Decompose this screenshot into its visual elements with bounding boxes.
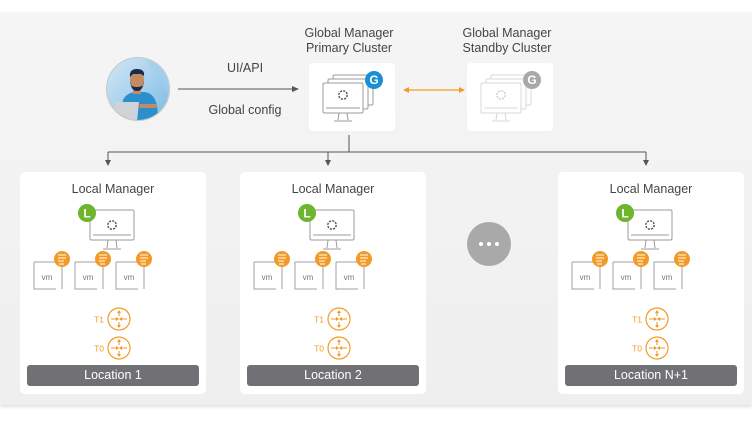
- gm-standby-badge: G: [527, 73, 537, 87]
- gear-icon: [338, 90, 348, 100]
- svg-text:T0: T0: [94, 344, 104, 354]
- router-t1-icon: T1: [632, 307, 669, 331]
- sync-arrow-head-right: [459, 87, 465, 93]
- router-t0-icon: T0: [314, 336, 351, 360]
- svg-text:T1: T1: [632, 315, 642, 325]
- server-stack-icon: [480, 71, 541, 122]
- monitor-icon: [309, 209, 355, 250]
- global-config-label: Global config: [208, 103, 282, 117]
- svg-text:T1: T1: [94, 315, 104, 325]
- router-t0-icon: T0: [94, 336, 131, 360]
- svg-text:L: L: [303, 207, 310, 221]
- monitor-icon: [627, 209, 673, 250]
- svg-text:vm: vm: [124, 273, 135, 282]
- svg-text:vm: vm: [83, 273, 94, 282]
- svg-text:T1: T1: [314, 315, 324, 325]
- svg-text:vm: vm: [303, 273, 314, 282]
- server-stack-icon: [322, 71, 383, 122]
- vm-icon: vm: [294, 251, 331, 290]
- svg-text:L: L: [83, 207, 90, 221]
- firewall-icon: [274, 251, 290, 267]
- dot: [487, 242, 491, 246]
- vm-icon: vm: [612, 251, 649, 290]
- gm-primary-box[interactable]: G: [309, 63, 395, 131]
- firewall-icon: [315, 251, 331, 267]
- vm-icon: vm: [253, 251, 290, 290]
- svg-text:vm: vm: [621, 273, 632, 282]
- router-t1-icon: T1: [314, 307, 351, 331]
- firewall-icon: [633, 251, 649, 267]
- svg-text:vm: vm: [262, 273, 273, 282]
- local-manager-title: Local Manager: [291, 182, 375, 196]
- svg-text:vm: vm: [42, 273, 53, 282]
- ui-api-arrow-head: [292, 86, 299, 92]
- global-badge-icon: [365, 71, 383, 89]
- location-label: Location 1: [27, 365, 199, 386]
- gm-primary-badge: G: [369, 73, 379, 87]
- svg-text:L: L: [621, 207, 628, 221]
- vm-icon: vm: [115, 251, 152, 290]
- gear-icon: [327, 220, 337, 230]
- more-locations-icon: [467, 222, 511, 266]
- router-t1-icon: T1: [94, 307, 131, 331]
- svg-text:T0: T0: [314, 344, 324, 354]
- svg-text:vm: vm: [662, 273, 673, 282]
- user-avatar: [105, 56, 171, 122]
- firewall-icon: [136, 251, 152, 267]
- monitor-icon: [89, 209, 135, 250]
- firewall-icon: [54, 251, 70, 267]
- dot: [495, 242, 499, 246]
- svg-text:T0: T0: [632, 344, 642, 354]
- vm-icon: vm: [33, 251, 70, 290]
- arrow-to-location-1: [105, 160, 111, 166]
- dot: [479, 242, 483, 246]
- gm-standby-box[interactable]: G: [467, 63, 553, 131]
- vm-icon: vm: [653, 251, 690, 290]
- gear-icon: [496, 90, 506, 100]
- gm-primary-title-line2: Primary Cluster: [305, 41, 393, 55]
- gm-standby-title: Global Manager Standby Cluster: [447, 26, 567, 56]
- svg-text:vm: vm: [580, 273, 591, 282]
- gear-icon: [645, 220, 655, 230]
- arrow-to-location-n1: [643, 160, 649, 166]
- svg-text:vm: vm: [344, 273, 355, 282]
- sync-arrow-head-left: [403, 87, 409, 93]
- vm-icon: vm: [335, 251, 372, 290]
- gear-icon: [107, 220, 117, 230]
- firewall-icon: [592, 251, 608, 267]
- gm-standby-title-line2: Standby Cluster: [462, 41, 552, 55]
- ui-api-label: UI/API: [226, 61, 264, 75]
- router-t0-icon: T0: [632, 336, 669, 360]
- vm-icon: vm: [571, 251, 608, 290]
- vm-icon: vm: [74, 251, 111, 290]
- gm-primary-title-line1: Global Manager: [304, 26, 394, 40]
- global-badge-icon: [523, 71, 541, 89]
- location-label: Location N+1: [565, 365, 737, 386]
- firewall-icon: [95, 251, 111, 267]
- local-badge-icon: [78, 204, 96, 222]
- gm-primary-title: Global Manager Primary Cluster: [289, 26, 409, 56]
- local-manager-title: Local Manager: [71, 182, 155, 196]
- firewall-icon: [674, 251, 690, 267]
- location-label: Location 2: [247, 365, 419, 386]
- arrow-to-location-2: [325, 160, 331, 166]
- local-badge-icon: [616, 204, 634, 222]
- gm-standby-title-line1: Global Manager: [462, 26, 552, 40]
- firewall-icon: [356, 251, 372, 267]
- local-badge-icon: [298, 204, 316, 222]
- local-manager-title: Local Manager: [609, 182, 693, 196]
